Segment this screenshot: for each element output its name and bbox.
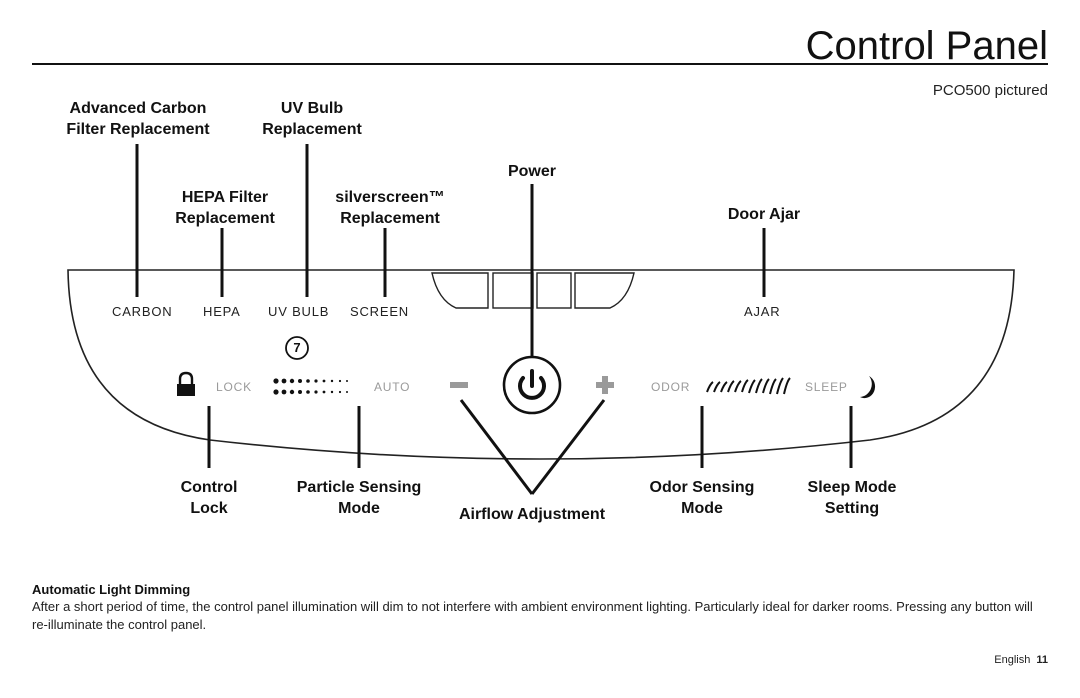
callout-odor-sensing-text: Odor Sensing Mode: [649, 479, 755, 517]
callout-advanced-carbon: Advanced Carbon Filter Replacement: [50, 98, 226, 140]
page-footer: English 11: [994, 654, 1048, 666]
note-heading: Automatic Light Dimming: [32, 582, 191, 597]
display-window-mid-right: [536, 272, 572, 309]
callout-particle-sensing: Particle Sensing Mode: [284, 477, 434, 519]
particle-count-value: 7: [293, 340, 301, 355]
panel-label-carbon: CARBON: [112, 304, 173, 319]
callout-silverscreen: silverscreen™ Replacement: [320, 187, 460, 229]
padlock-icon: [177, 371, 195, 396]
callout-door-ajar-text: Door Ajar: [727, 206, 801, 223]
crescent-moon-icon: [860, 376, 876, 399]
particle-count-circle: [285, 336, 309, 360]
callout-power-text: Power: [507, 163, 556, 180]
callout-sleep-mode: Sleep Mode Setting: [788, 477, 916, 519]
page-title: Control Panel: [805, 24, 1048, 68]
callout-power: Power: [492, 161, 572, 182]
panel-label-uv-bulb: UV BULB: [268, 304, 330, 319]
callout-door-ajar: Door Ajar: [704, 204, 824, 225]
page-subtitle: PCO500 pictured: [932, 82, 1048, 99]
display-window-mid-left: [492, 272, 534, 309]
callout-airflow: Airflow Adjustment: [444, 504, 620, 525]
note-body: After a short period of time, the contro…: [32, 599, 1033, 632]
title-rule: [32, 63, 1048, 65]
airflow-minus-button: [450, 382, 468, 388]
lock-button[interactable]: LOCK: [216, 380, 252, 394]
callout-sleep-mode-text: Sleep Mode Setting: [807, 479, 897, 517]
footer-language: English: [994, 654, 1031, 666]
power-icon: [502, 355, 562, 415]
leader-airflow-left: [459, 399, 534, 495]
callout-hepa-text: HEPA Filter Replacement: [175, 189, 275, 227]
particle-dots-icon: [273, 378, 348, 395]
callout-control-lock: Control Lock: [150, 477, 268, 519]
odor-wave-icon: [706, 377, 791, 395]
display-window-right: [574, 272, 635, 309]
panel-outline: [67, 269, 1015, 460]
callout-odor-sensing: Odor Sensing Mode: [636, 477, 768, 519]
callout-uv-bulb: UV Bulb Replacement: [247, 98, 377, 140]
leader-airflow-right: [530, 399, 606, 495]
display-window-left: [431, 272, 489, 309]
callout-airflow-text: Airflow Adjustment: [458, 506, 606, 523]
callout-silverscreen-text: silverscreen™ Replacement: [335, 189, 445, 227]
sleep-button[interactable]: SLEEP: [805, 380, 848, 394]
auto-button[interactable]: AUTO: [374, 380, 411, 394]
callout-control-lock-text: Control Lock: [180, 479, 238, 517]
panel-label-hepa: HEPA: [203, 304, 241, 319]
panel-label-ajar: AJAR: [744, 304, 781, 319]
footer-page-number: 11: [1036, 654, 1048, 666]
odor-button[interactable]: ODOR: [651, 380, 691, 394]
panel-label-screen: SCREEN: [350, 304, 409, 319]
callout-hepa: HEPA Filter Replacement: [160, 187, 290, 229]
control-panel-diagram: [67, 144, 1015, 495]
callout-advanced-carbon-text: Advanced Carbon Filter Replacement: [66, 100, 210, 138]
callout-particle-sensing-text: Particle Sensing Mode: [296, 479, 422, 517]
airflow-plus-button: [596, 376, 614, 394]
callout-uv-bulb-text: UV Bulb Replacement: [262, 100, 362, 138]
